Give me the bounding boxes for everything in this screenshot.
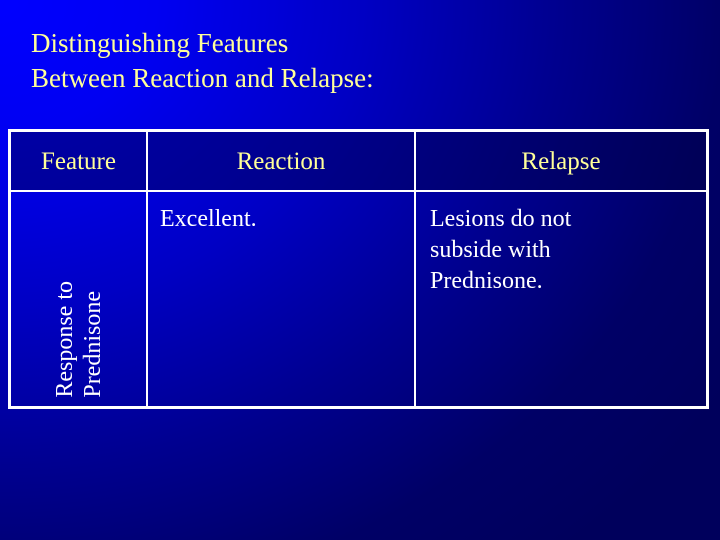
table-cell-relapse: Lesions do not subside with Prednisone. bbox=[414, 192, 706, 406]
table-header-row: Feature Reaction Relapse bbox=[11, 132, 706, 192]
vertical-feature-label: Response to Prednisone bbox=[11, 198, 146, 398]
table-header-cell-reaction: Reaction bbox=[146, 132, 414, 190]
table-cell-reaction: Excellent. bbox=[146, 192, 414, 406]
table-header-cell-relapse: Relapse bbox=[414, 132, 706, 190]
table-header-label-feature: Feature bbox=[41, 147, 116, 175]
page-title: Distinguishing Features Between Reaction… bbox=[31, 26, 691, 96]
vertical-feature-label-line-2: Prednisone bbox=[79, 291, 106, 398]
title-line-2: Between Reaction and Relapse: bbox=[31, 63, 374, 93]
comparison-table: Feature Reaction Relapse Response to Pre… bbox=[8, 129, 709, 409]
table-row: Response to Prednisone Excellent. Lesion… bbox=[11, 192, 706, 406]
table-cell-reaction-text: Excellent. bbox=[160, 206, 257, 232]
title-line-1: Distinguishing Features bbox=[31, 28, 289, 58]
table-cell-feature: Response to Prednisone bbox=[11, 192, 146, 406]
table-cell-relapse-text: Lesions do not subside with Prednisone. bbox=[430, 206, 572, 294]
vertical-feature-label-line-1: Response to bbox=[51, 281, 78, 398]
table-header-label-relapse: Relapse bbox=[521, 147, 601, 175]
table-header-label-reaction: Reaction bbox=[236, 147, 326, 175]
table-header-cell-feature: Feature bbox=[11, 132, 146, 190]
